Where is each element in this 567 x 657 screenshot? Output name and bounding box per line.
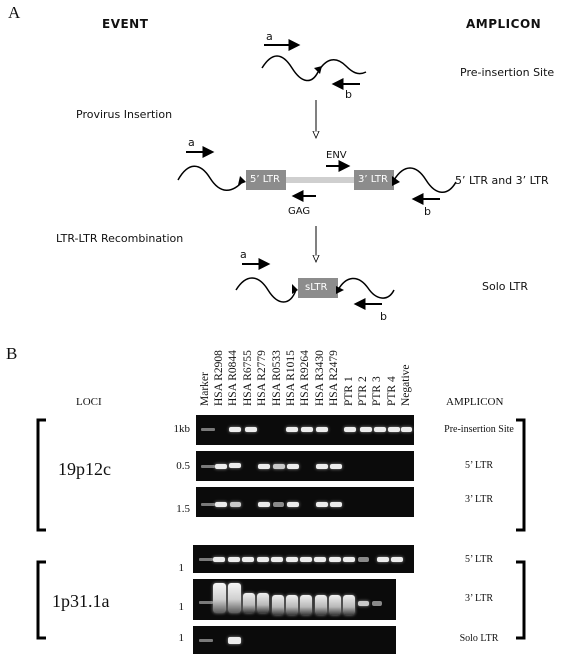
primer-a-label-2: a: [188, 136, 195, 149]
event-header: EVENT: [102, 17, 149, 31]
gel5-amplicon-label: 3’ LTR: [464, 593, 494, 604]
gel-1p31-5ltr: [193, 545, 414, 573]
primer-a-label-3: a: [240, 248, 247, 261]
amplicon-header-b: AMPLICON: [446, 396, 504, 408]
gel-preinsertion: [196, 415, 414, 445]
locus-1p31-1a: 1p31.1a: [52, 591, 110, 611]
gel6-size-label: 1: [178, 632, 185, 644]
gel5-size-label: 1: [178, 601, 185, 613]
panel-b-letter: B: [6, 344, 18, 363]
amplicon-header-a: AMPLICON: [466, 17, 542, 31]
gel2-size-label: 0.5: [176, 460, 190, 472]
env-label: ENV: [326, 150, 347, 161]
gel2-amplicon-label: 5’ LTR: [464, 460, 494, 471]
gel-1p31-solo-ltr: [193, 626, 396, 654]
sltr-box-label: sLTR: [305, 282, 328, 293]
primer-b-label-3: b: [380, 310, 387, 323]
gel-1p31-3ltr: [193, 579, 396, 620]
amplicon-solo-ltr: Solo LTR: [482, 280, 528, 293]
primer-b-label-1: b: [345, 88, 352, 101]
gel-19p12c-5ltr: [196, 451, 414, 481]
step-ltr-recombination: LTR-LTR Recombination: [56, 232, 184, 245]
loci-header: LOCI: [76, 396, 102, 408]
solo-ltr-diagram: [235, 258, 395, 310]
step-provirus-insertion: Provirus Insertion: [76, 108, 173, 121]
primer-b-label-2: b: [424, 205, 431, 218]
gel-19p12c-3ltr: [196, 487, 414, 517]
gel3-size-label: 1.5: [176, 503, 190, 515]
gel4-size-label: 1: [178, 562, 185, 574]
gag-label: GAG: [288, 206, 311, 217]
gel1-amplicon-label: Pre-insertion Site: [444, 424, 514, 435]
provirus-diagram: [177, 146, 457, 205]
amplicon-5ltr-3ltr: 5’ LTR and 3’ LTR: [455, 174, 549, 187]
ltr5-box-label: 5’ LTR: [250, 174, 280, 185]
schematic-diagram: [177, 39, 457, 310]
pre-insertion-site-diagram: [261, 39, 367, 90]
locus-19p12c: 19p12c: [58, 459, 111, 479]
gel1-size-label: 1kb: [173, 423, 191, 435]
panel-a-letter: A: [8, 3, 21, 22]
ltr3-box-label: 3’ LTR: [358, 174, 388, 185]
gel4-amplicon-label: 5’ LTR: [464, 554, 494, 565]
primer-a-label-1: a: [266, 30, 273, 43]
amplicon-pre-insertion: Pre-insertion Site: [460, 66, 555, 79]
gel3-amplicon-label: 3’ LTR: [464, 494, 494, 505]
gel6-amplicon-label: Solo LTR: [459, 633, 499, 644]
